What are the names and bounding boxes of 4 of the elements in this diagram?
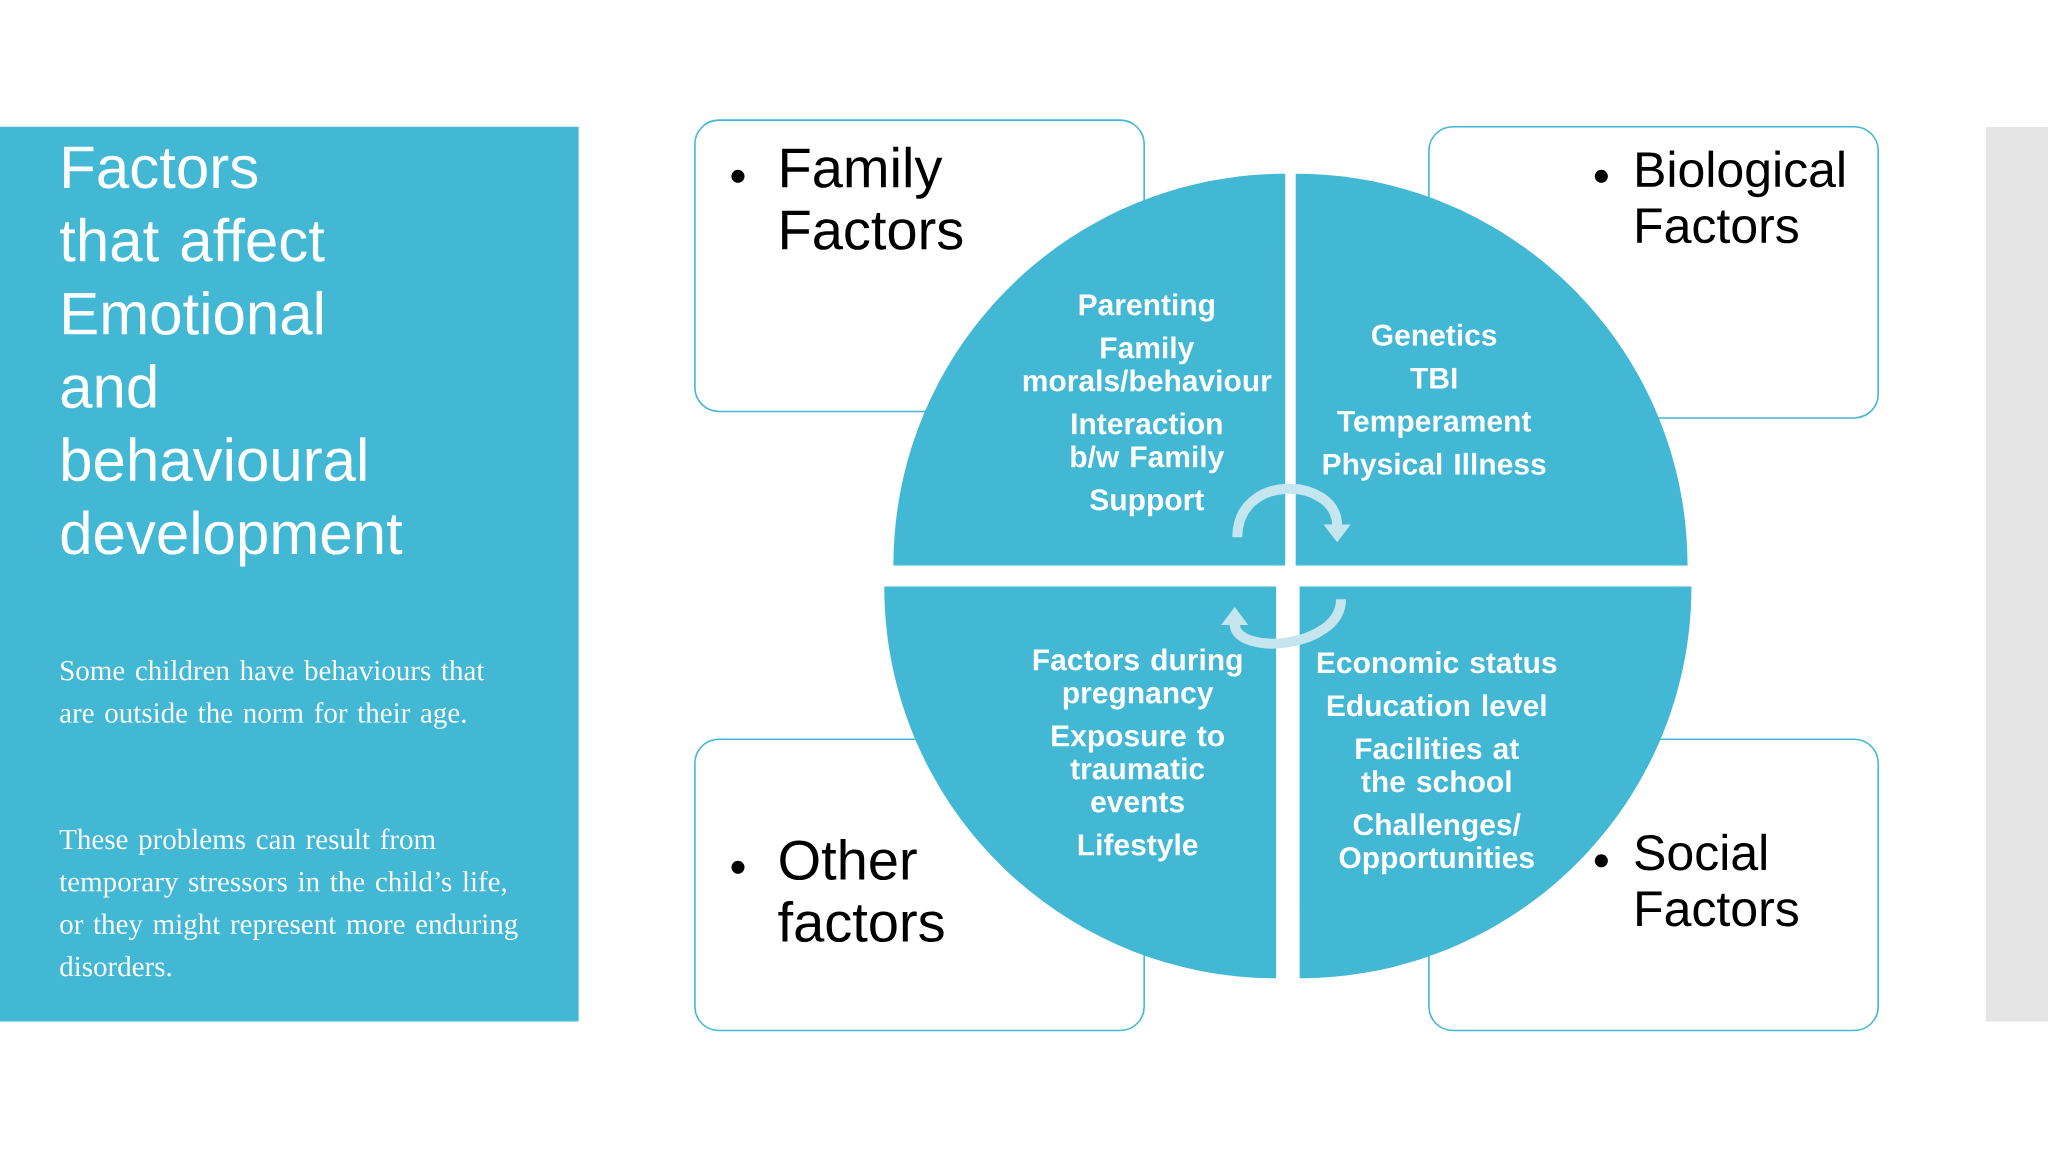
slide-title: Factors that affect Emotional and behavioural development xyxy=(60,146,403,567)
body-paragraph: These problems can result from temporary stressors in the child’s life, or they might represent more enduring disorders. xyxy=(59,828,518,977)
body-paragraph: Some children have behaviours that are outside the norm for their age. xyxy=(60,660,485,729)
side-bar xyxy=(1985,127,2048,1022)
